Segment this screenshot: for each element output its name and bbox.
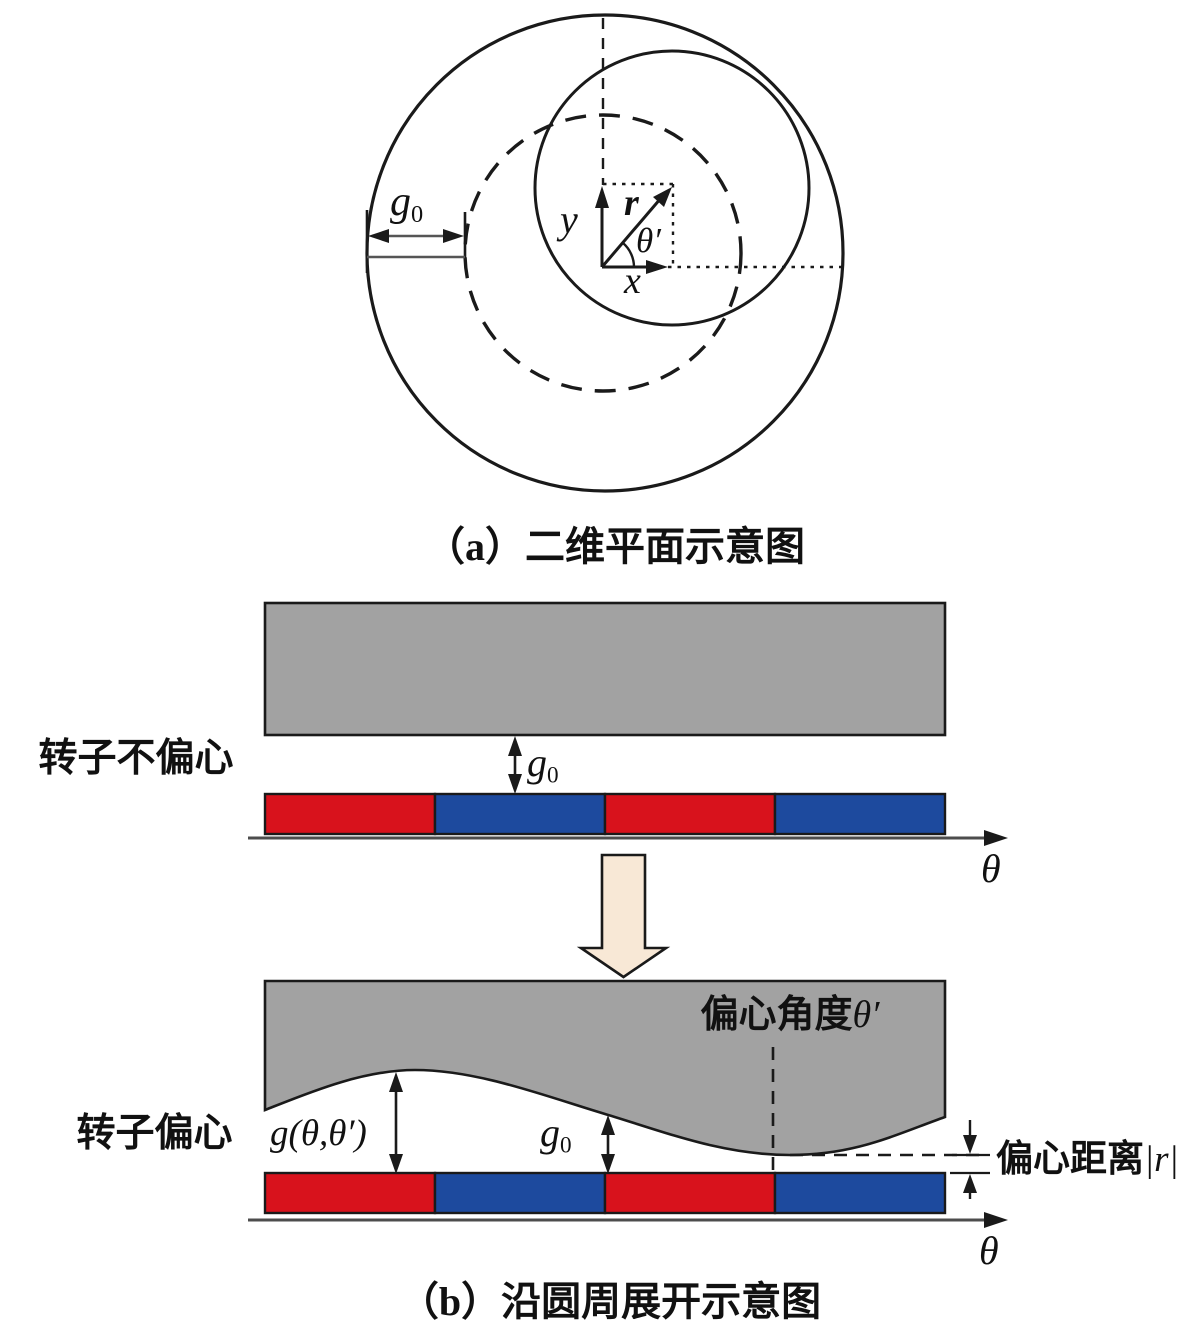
ecc-dist-arrowhead-up-icon xyxy=(963,1174,977,1193)
stator-bar-eccentric-wavy xyxy=(263,979,947,1157)
transition-down-arrow-icon xyxy=(576,853,671,979)
x-axis-label: x xyxy=(624,260,641,302)
g0-arrowhead-left-icon xyxy=(368,229,389,243)
magnet-segment xyxy=(603,792,777,836)
row-label-eccentric: 转子偏心 xyxy=(76,1112,233,1155)
g0-uniform-arrowhead-down-icon xyxy=(508,774,522,794)
y-axis-arrowhead-icon xyxy=(595,186,609,208)
magnet-segment xyxy=(773,1171,947,1215)
magnet-segment xyxy=(433,1171,607,1215)
g0-arrowhead-right-icon xyxy=(443,229,464,243)
caption-panel-a: （a）二维平面示意图 xyxy=(425,524,805,569)
g0-eccentric-arrowhead-up-icon xyxy=(601,1115,615,1135)
magnet-segment xyxy=(603,1171,777,1215)
r-vector-arrowhead-icon xyxy=(653,187,672,207)
magnet-segment xyxy=(773,792,947,836)
g0-eccentric-arrowhead-down-icon xyxy=(601,1154,615,1174)
r-vector-line xyxy=(600,197,663,268)
g0-uniform-arrowhead-up-icon xyxy=(508,736,522,756)
row-label-uniform: 转子不偏心 xyxy=(38,737,234,780)
theta-prime-angle-arc xyxy=(622,242,636,268)
x-axis-arrowhead-icon xyxy=(646,260,668,274)
y-axis-label: y xyxy=(560,197,578,242)
theta-axis-label-eccentric: θ xyxy=(979,1228,999,1273)
stator-bar-uniform xyxy=(263,601,947,737)
rotor-centered-dashed-circle xyxy=(463,113,743,393)
ecc-dist-arrowhead-down-icon xyxy=(963,1135,977,1154)
rotor-eccentric-circle xyxy=(533,49,811,327)
magnet-segment xyxy=(433,792,607,836)
gap-function-label: g(θ,θ′) xyxy=(270,1113,367,1154)
g0-gap-label-uniform: g0 xyxy=(527,740,559,789)
magnet-segment xyxy=(263,792,437,836)
theta-axis-eccentric-arrowhead-icon xyxy=(984,1212,1008,1228)
gap-function-arrowhead-down-icon xyxy=(389,1154,403,1174)
caption-panel-b: （b）沿圆周展开示意图 xyxy=(398,1279,822,1324)
theta-axis-uniform-arrowhead-icon xyxy=(984,830,1008,846)
stator-bore-circle xyxy=(365,13,845,493)
r-vector-label: r xyxy=(624,182,639,224)
gap-function-arrowhead-up-icon xyxy=(389,1072,403,1092)
ecc-dist-label: 偏心距离|r| xyxy=(996,1139,1179,1180)
g0-gap-label-a: g0 xyxy=(390,179,424,228)
theta-prime-label-a: θ′ xyxy=(636,221,661,260)
theta-axis-label-uniform: θ xyxy=(981,846,1001,891)
g0-gap-label-eccentric: g0 xyxy=(540,1110,572,1159)
ecc-angle-label: 偏心角度θ′ xyxy=(700,994,880,1036)
magnet-segment xyxy=(263,1171,437,1215)
